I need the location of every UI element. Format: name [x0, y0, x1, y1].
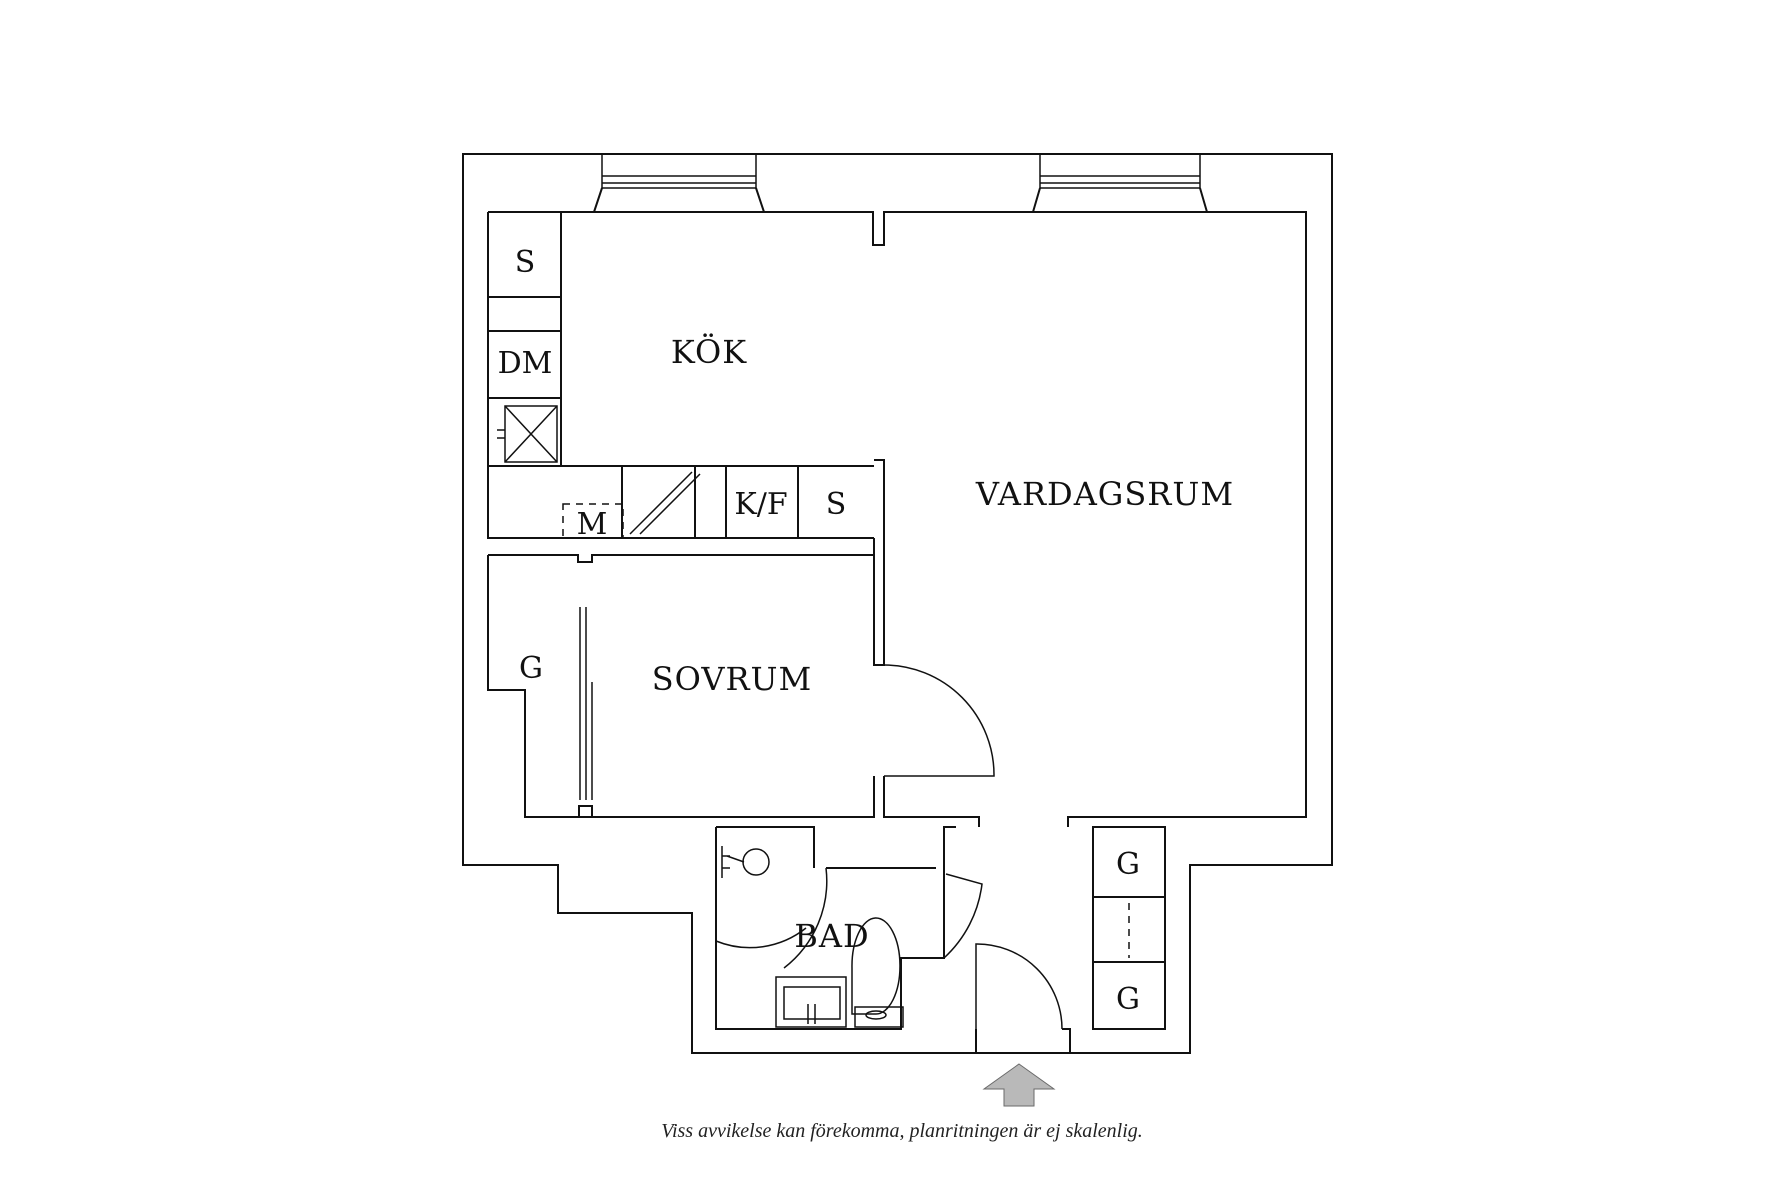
fixture-label-cabinet-bottom: S — [826, 487, 847, 522]
room-label-bathroom: BAD — [794, 917, 869, 955]
kitchen-counter-left — [487, 212, 874, 539]
hob-icon — [497, 405, 558, 463]
up-arrow-icon — [982, 1063, 1056, 1107]
bathroom-door-swing — [943, 873, 983, 959]
window-left — [593, 153, 765, 213]
room-label-bedroom: SOVRUM — [652, 660, 813, 698]
shower-arc — [715, 927, 807, 949]
fixture-label-cabinet-top: S — [515, 245, 536, 280]
kitchen-counter-bottom — [621, 466, 799, 538]
sink-icon-wash-basin — [775, 976, 847, 1028]
fixture-label-hall-wardrobe-top: G — [1116, 847, 1140, 882]
toilet-icon — [851, 917, 904, 1028]
outer-wall — [462, 153, 1333, 1054]
bathroom-inner-door — [783, 867, 828, 969]
inner-wall-top — [488, 211, 1307, 827]
wall-bedroom-living-lower — [883, 776, 980, 827]
bedroom-door-swing — [883, 664, 995, 777]
sink-icon — [721, 846, 770, 878]
wall-kitchen-living — [873, 459, 885, 666]
microwave-outline — [562, 503, 624, 539]
entrance-door-swing — [975, 943, 1063, 1054]
room-label-kitchen: KÖK — [671, 333, 747, 371]
bathroom-wall — [715, 826, 956, 1030]
bedroom-wall — [487, 554, 875, 818]
fixture-label-dishwasher: DM — [498, 346, 553, 381]
fixture-label-fridge-freezer: K/F — [734, 487, 787, 522]
window-right — [1032, 153, 1208, 213]
room-label-living-room: VARDAGSRUM — [975, 475, 1234, 513]
fixture-label-bedroom-wardrobe: G — [519, 651, 543, 686]
disclaimer-note: Viss avvikelse kan förekomma, planritnin… — [661, 1120, 1143, 1142]
wardrobe-sliding-door — [579, 607, 593, 800]
fixture-label-hall-wardrobe-bottom: G — [1116, 982, 1140, 1017]
fixture-label-microwave: M — [577, 507, 608, 542]
counter-diagonal — [629, 471, 701, 535]
